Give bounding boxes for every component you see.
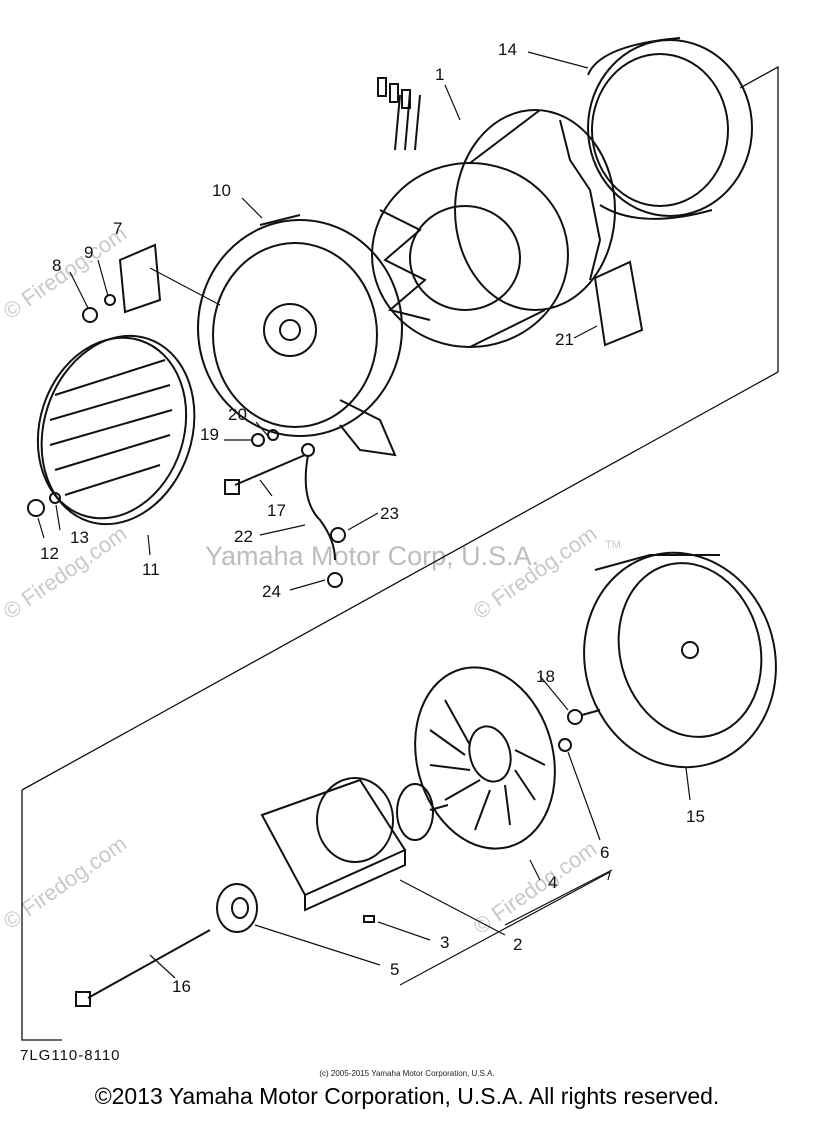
- part-1-stator: [371, 77, 616, 348]
- callout-18: 18: [536, 667, 555, 686]
- callout-24: 24: [262, 582, 281, 601]
- callout-9: 9: [84, 243, 93, 262]
- callout-6: 6: [600, 843, 609, 862]
- callout-11: 11: [142, 560, 160, 579]
- part-11-end-cover: [36, 334, 196, 526]
- part-18-bolt: [567, 709, 601, 725]
- part-4-fan: [414, 666, 556, 850]
- part-8-screw: [82, 307, 98, 323]
- part-12-bolt: [27, 499, 45, 517]
- part-20-washer: [267, 429, 279, 441]
- callout-3: 3: [440, 933, 449, 952]
- part-15-front-housing: [583, 551, 777, 769]
- part-10-rear-housing: [197, 214, 403, 457]
- part-14-cover-ring: [587, 37, 753, 220]
- part-9-washer: [104, 294, 116, 306]
- part-19-screw: [251, 433, 265, 447]
- part-16-through-bolt: [75, 929, 211, 1007]
- part-22-wire: [301, 443, 336, 561]
- callout-23: 23: [380, 504, 399, 523]
- callout-12: 12: [40, 544, 59, 563]
- watermark-tm: TM: [605, 539, 621, 551]
- callout-21: 21: [555, 330, 574, 349]
- part-5-bearing: [216, 883, 258, 933]
- part-23-bolt: [330, 527, 346, 543]
- callout-8: 8: [52, 256, 61, 275]
- callout-1: 1: [435, 65, 444, 84]
- callout-7: 7: [113, 219, 122, 238]
- callout-22: 22: [234, 527, 253, 546]
- small-copyright: (c) 2005-2015 Yamaha Motor Corporation, …: [319, 1069, 495, 1078]
- callout-20: 20: [228, 405, 247, 424]
- callout-16: 16: [172, 977, 191, 996]
- callout-10: 10: [212, 181, 231, 200]
- part-6-washer: [558, 738, 572, 752]
- callout-2: 2: [513, 935, 522, 954]
- part-17-through-bolt: [224, 454, 306, 495]
- part-7-regulator: [118, 243, 162, 314]
- callout-15: 15: [686, 807, 705, 826]
- watermark-site-4: © Firedog.com: [0, 831, 131, 934]
- part-3-key: [363, 915, 375, 923]
- leader-lines: [37, 51, 691, 986]
- watermark-site-2: © Firedog.com: [0, 521, 131, 624]
- watermark-center: Yamaha Motor Corp, U.S.A.: [205, 541, 539, 571]
- watermark-site-1: © Firedog.com: [0, 221, 131, 324]
- watermark-site-3: © Firedog.com: [469, 521, 602, 624]
- callout-19: 19: [200, 425, 219, 444]
- part-21-plate: [593, 260, 644, 347]
- callout-4: 4: [548, 873, 557, 892]
- callout-5: 5: [390, 960, 399, 979]
- part-2-rotor: [260, 777, 449, 912]
- copyright-notice: ©2013 Yamaha Motor Corporation, U.S.A. A…: [94, 1083, 720, 1109]
- part-13-washer: [49, 492, 61, 504]
- callout-13: 13: [70, 528, 89, 547]
- part-24-nut: [327, 572, 343, 588]
- diagram-code: 7LG110-8110: [20, 1047, 121, 1064]
- exploded-frame-top: [21, 790, 62, 1041]
- callout-17: 17: [267, 501, 286, 520]
- callout-14: 14: [498, 40, 517, 59]
- exploded-frame-diagonal: [21, 65, 779, 791]
